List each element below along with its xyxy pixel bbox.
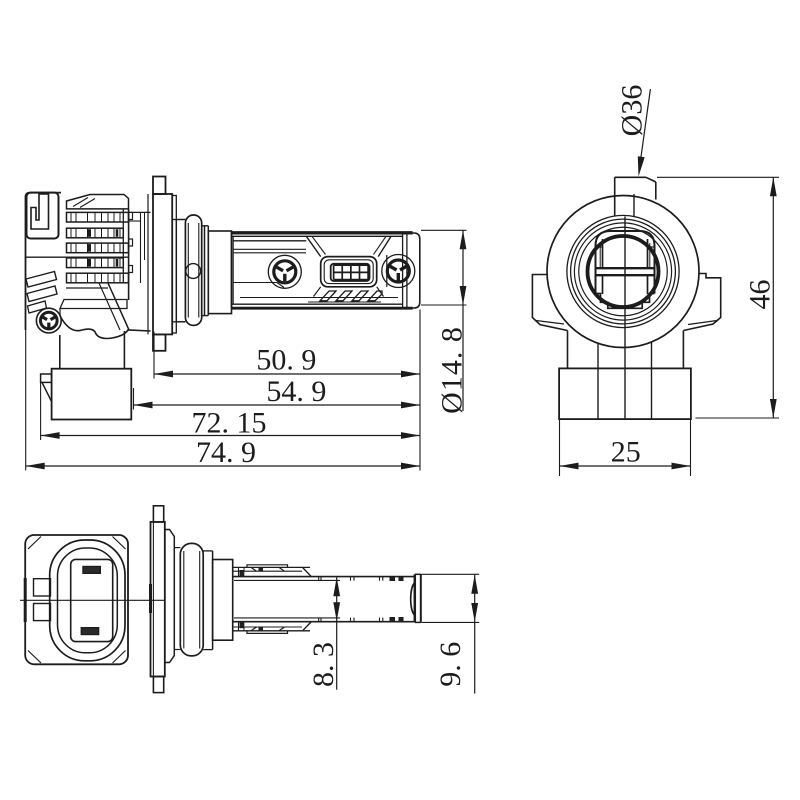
svg-text:50. 9: 50. 9 — [256, 344, 316, 377]
svg-text:8. 3: 8. 3 — [307, 642, 340, 687]
svg-text:Ø36: Ø36 — [616, 85, 649, 137]
svg-text:25: 25 — [611, 436, 641, 469]
svg-text:54. 9: 54. 9 — [266, 375, 326, 408]
svg-text:Ø14. 8: Ø14. 8 — [436, 326, 469, 414]
svg-text:72. 15: 72. 15 — [192, 406, 267, 439]
svg-text:46: 46 — [744, 280, 777, 310]
svg-text:74. 9: 74. 9 — [196, 436, 256, 469]
svg-text:9. 6: 9. 6 — [434, 642, 467, 687]
